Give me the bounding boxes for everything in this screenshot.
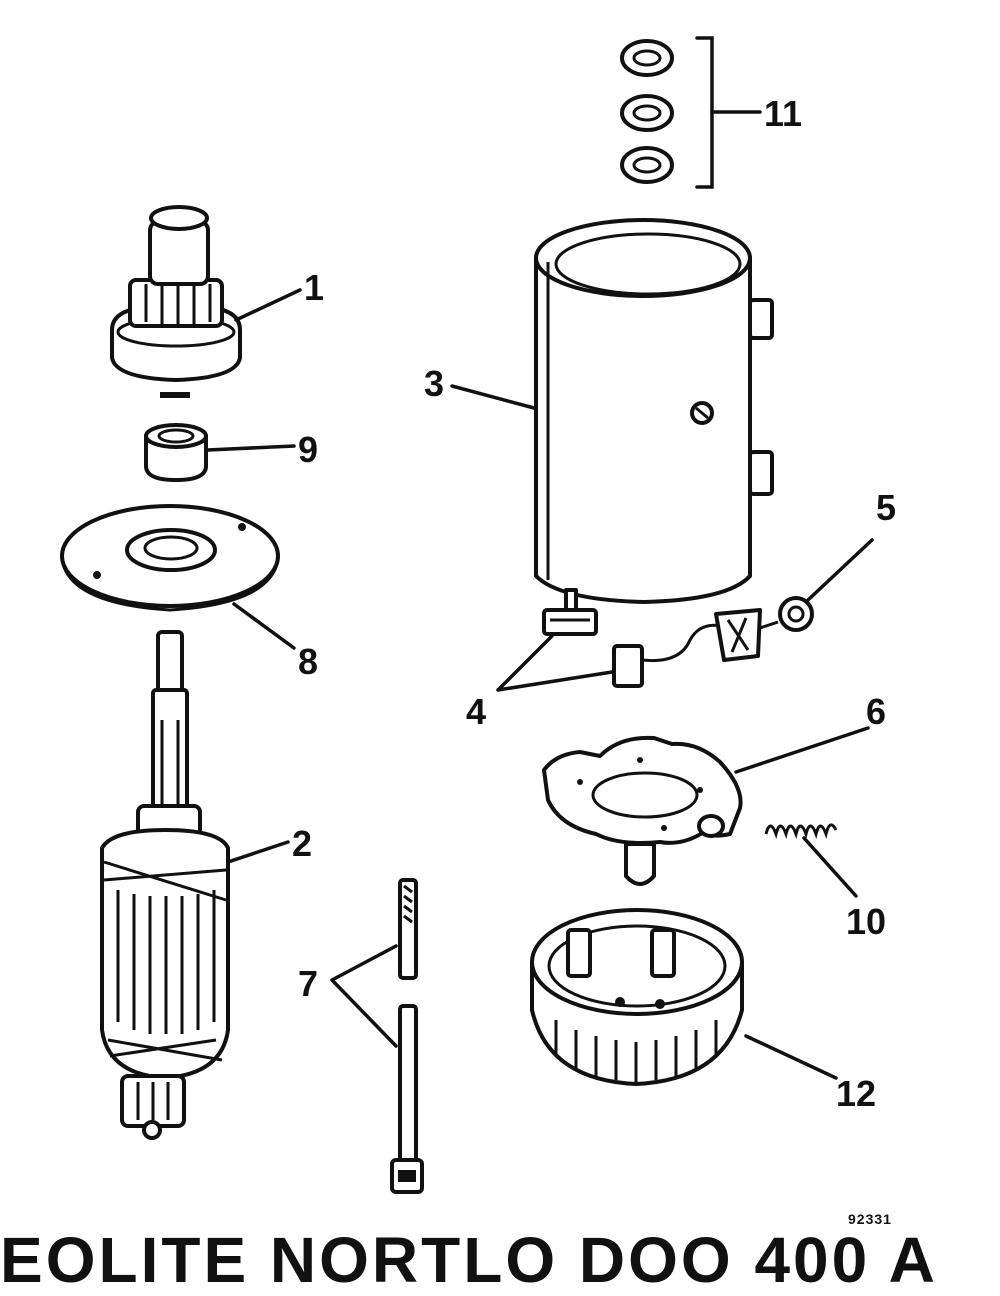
callout-11: 11 [764,93,802,134]
callout-4: 4 [466,691,486,732]
through-bolts-part [390,878,424,1194]
callout-7: 7 [298,963,318,1004]
callout-10: 10 [846,901,886,942]
figure-number: 92331 [848,1211,892,1227]
washers-part [620,36,714,189]
footer-text: EOLITE NORTLO DOO 400 A [0,1224,938,1296]
brush-plate-part [542,735,743,886]
brush [542,608,598,636]
callout-2: 2 [292,823,312,864]
callout-9: 9 [298,429,318,470]
through-bolt [398,878,418,980]
callout-7-leader [330,944,398,1048]
footer-banner: EOLITE NORTLO DOO 400 A [0,1218,1000,1292]
washer [620,94,674,132]
washer [620,39,674,77]
callout-8-leader [232,602,296,650]
callout-6-leader [734,726,870,774]
callout-3-leader [450,384,536,410]
end-plate-part [60,504,280,612]
callout-12: 12 [836,1073,876,1114]
callout-4-leader [496,634,614,692]
callout-1: 1 [304,267,324,308]
washer [620,146,674,184]
callout-5-leader [806,538,874,602]
callout-1-leader [234,288,302,322]
brush [612,608,779,688]
brushes-part [542,608,779,688]
drive-pinion-part [110,205,242,398]
armature-part [100,630,230,1140]
nut-part [778,596,814,632]
callout-9-leader [206,444,296,452]
callout-8: 8 [298,641,318,682]
callout-5: 5 [876,487,896,528]
brush-spring-part [764,823,838,840]
callout-10-leader [802,836,858,898]
washers-bracket [695,36,714,189]
callout-12-leader [744,1034,838,1080]
callout-6: 6 [866,691,886,732]
bushing-part [144,423,208,482]
frame-field-assembly-part [534,218,774,614]
callout-2-leader [226,840,290,864]
through-bolt [390,1004,424,1194]
callout-3: 3 [424,363,444,404]
end-cap-part [530,908,744,1086]
exploded-parts-diagram: 1 2 3 4 5 6 7 8 9 10 11 12 92331 [60,36,896,1227]
